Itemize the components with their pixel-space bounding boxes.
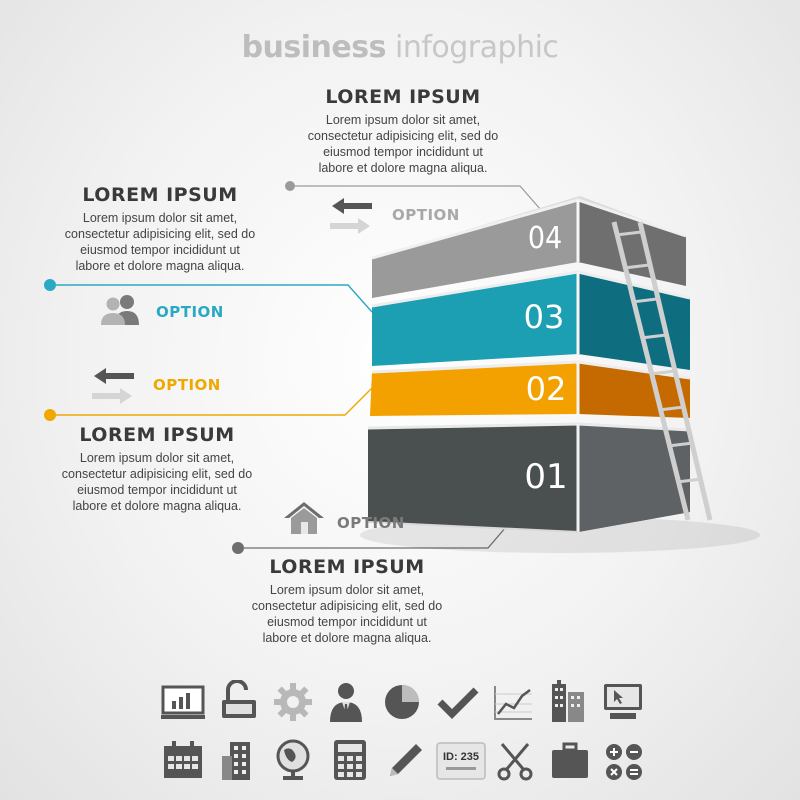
arrows-exchange-icon bbox=[92, 368, 134, 404]
skyscrapers-icon bbox=[552, 680, 584, 722]
math-operators-icon bbox=[606, 744, 642, 780]
block-heading: LOREM IPSUM bbox=[82, 184, 238, 206]
stack-block-01 bbox=[367, 422, 691, 533]
pie-chart-icon bbox=[385, 685, 419, 719]
step-number-03: 03 bbox=[524, 298, 565, 336]
option-label-top: OPTION bbox=[392, 206, 460, 224]
connector-line-02 bbox=[44, 387, 373, 421]
users-icon bbox=[101, 295, 139, 325]
briefcase-icon bbox=[552, 742, 588, 778]
home-icon bbox=[284, 502, 324, 534]
step-number-01: 01 bbox=[524, 457, 567, 497]
scissors-icon bbox=[497, 743, 533, 781]
calculator-icon bbox=[334, 740, 366, 780]
step-number-02: 02 bbox=[526, 370, 567, 408]
block-body: Lorem ipsum dolor sit amet, consectetur … bbox=[307, 113, 499, 175]
stack-block-04 bbox=[371, 196, 687, 298]
monitor-cursor-icon bbox=[604, 684, 642, 719]
connector-line-04 bbox=[285, 181, 549, 219]
block-body: Lorem ipsum dolor sit amet, consectetur … bbox=[251, 583, 443, 645]
line-graph-icon bbox=[494, 686, 532, 720]
office-building-icon bbox=[222, 742, 250, 780]
globe-icon bbox=[276, 739, 310, 780]
text-block-top: LOREM IPSUM Lorem ipsum dolor sit amet, … bbox=[298, 86, 508, 176]
option-label-orange: OPTION bbox=[153, 376, 221, 394]
page-title: business infographic bbox=[241, 30, 559, 65]
pen-icon bbox=[390, 744, 422, 776]
option-label-cyan: OPTION bbox=[156, 303, 224, 321]
checkmark-icon bbox=[437, 687, 479, 719]
id-card-text: ID: 235 bbox=[443, 751, 479, 763]
calendar-icon bbox=[164, 741, 202, 778]
id-card-icon: ID: 235 bbox=[436, 742, 486, 780]
businessman-icon bbox=[330, 683, 362, 722]
block-body: Lorem ipsum dolor sit amet, consectetur … bbox=[64, 211, 256, 273]
step-number-04: 04 bbox=[528, 221, 562, 256]
presentation-chart-icon bbox=[161, 685, 205, 719]
unlocked-padlock-icon bbox=[222, 680, 256, 718]
text-block-left-upper: LOREM IPSUM Lorem ipsum dolor sit amet, … bbox=[55, 184, 265, 274]
gear-icon bbox=[274, 683, 312, 721]
block-heading: LOREM IPSUM bbox=[325, 86, 481, 108]
ladder-illustration bbox=[611, 221, 713, 521]
block-heading: LOREM IPSUM bbox=[269, 556, 425, 578]
option-label-bottom: OPTION bbox=[337, 514, 405, 532]
text-block-left-lower: LOREM IPSUM Lorem ipsum dolor sit amet, … bbox=[52, 424, 262, 514]
block-heading: LOREM IPSUM bbox=[79, 424, 235, 446]
block-body: Lorem ipsum dolor sit amet, consectetur … bbox=[61, 451, 253, 513]
text-block-bottom: LOREM IPSUM Lorem ipsum dolor sit amet, … bbox=[242, 556, 452, 646]
arrows-exchange-icon bbox=[330, 198, 372, 234]
connector-line-03 bbox=[44, 279, 373, 313]
stack-block-03 bbox=[371, 270, 691, 370]
